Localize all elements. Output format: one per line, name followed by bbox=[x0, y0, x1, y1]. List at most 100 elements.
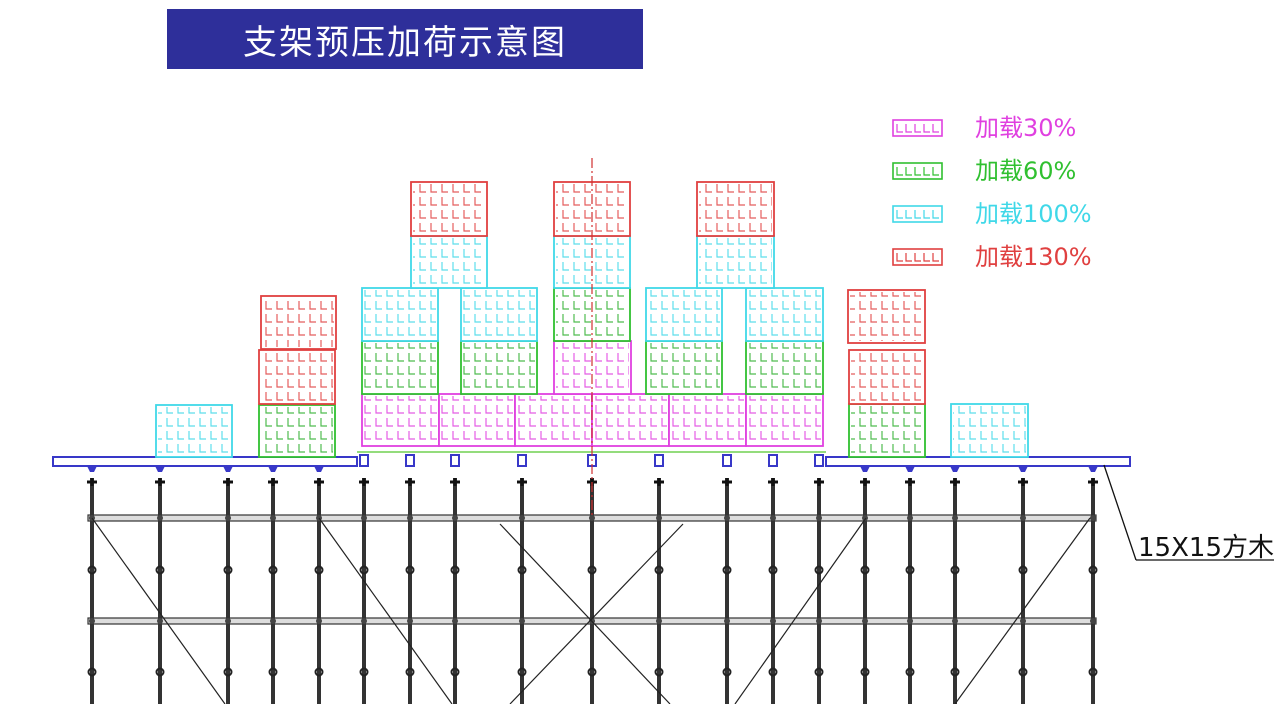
jack-head-icon bbox=[950, 478, 960, 486]
legend-swatch-icon bbox=[892, 162, 943, 180]
vertical-post bbox=[590, 478, 594, 704]
load-block-pattern bbox=[699, 238, 772, 286]
vertical-post bbox=[953, 478, 957, 704]
load-block-pattern bbox=[364, 396, 437, 444]
legend: 加载30%加载60%加载100%加载130% bbox=[892, 114, 1092, 271]
joint-icon bbox=[770, 515, 776, 521]
jack-head-icon bbox=[314, 478, 324, 486]
joint-icon bbox=[589, 515, 595, 521]
support-box-icon bbox=[654, 454, 664, 467]
jack-head-icon bbox=[405, 478, 415, 486]
load-block-pattern bbox=[463, 290, 535, 339]
post-cap-icon bbox=[950, 466, 960, 472]
post-cap-icon bbox=[1088, 466, 1098, 472]
support-box-icon bbox=[450, 454, 460, 467]
load-block-load_130 bbox=[696, 181, 775, 237]
load-blocks bbox=[155, 181, 1029, 458]
diagonal-brace bbox=[509, 523, 684, 704]
post-cap-icon bbox=[860, 466, 870, 472]
joint-icon bbox=[361, 515, 367, 521]
load-block-pattern bbox=[158, 407, 230, 455]
joint-icon bbox=[225, 515, 231, 521]
load-block-load_100 bbox=[745, 287, 824, 342]
joint-icon bbox=[157, 618, 163, 624]
vertical-post bbox=[817, 478, 821, 704]
joint-icon bbox=[452, 515, 458, 521]
support-box-icon bbox=[405, 454, 415, 467]
vertical-post bbox=[725, 478, 729, 704]
vertical-post bbox=[453, 478, 457, 704]
coupler-icon bbox=[314, 667, 324, 677]
vertical-post bbox=[317, 478, 321, 704]
legend-swatch-pattern bbox=[905, 210, 912, 219]
legend-swatch-pattern bbox=[896, 210, 903, 219]
joint-icon bbox=[407, 618, 413, 624]
diagram-title: 支架预压加荷示意图 bbox=[167, 9, 643, 69]
diagonal-brace bbox=[734, 517, 867, 704]
coupler-icon bbox=[450, 565, 460, 575]
vertical-post bbox=[520, 478, 524, 704]
jack-head-icon bbox=[268, 478, 278, 486]
legend-swatch-icon bbox=[892, 119, 943, 137]
load-block-pattern bbox=[850, 292, 923, 341]
vertical-post bbox=[408, 478, 412, 704]
load-block-load_100 bbox=[155, 404, 233, 458]
coupler-icon bbox=[223, 667, 233, 677]
load-block-pattern bbox=[671, 396, 744, 444]
load-block-pattern bbox=[748, 396, 821, 444]
legend-swatch-pattern bbox=[932, 167, 939, 176]
coupler-icon bbox=[722, 667, 732, 677]
jack-head-icon bbox=[722, 478, 732, 486]
coupler-icon bbox=[1088, 667, 1098, 677]
load-block-load_100 bbox=[460, 287, 538, 342]
joint-icon bbox=[656, 515, 662, 521]
joint-icon bbox=[225, 618, 231, 624]
load-block-pattern bbox=[517, 396, 590, 444]
coupler-icon bbox=[405, 565, 415, 575]
joint-icon bbox=[770, 618, 776, 624]
joint-icon bbox=[361, 618, 367, 624]
load-block-pattern bbox=[594, 396, 667, 444]
joint-icon bbox=[270, 618, 276, 624]
joint-icon bbox=[862, 618, 868, 624]
jack-head-icon bbox=[87, 478, 97, 486]
load-block-pattern bbox=[261, 352, 333, 402]
joint-icon bbox=[907, 515, 913, 521]
vertical-post bbox=[271, 478, 275, 704]
scaffold-frame bbox=[87, 478, 1098, 704]
load-block-pattern bbox=[648, 290, 720, 339]
joint-icon bbox=[952, 515, 958, 521]
jack-head-icon bbox=[814, 478, 824, 486]
joint-icon bbox=[724, 618, 730, 624]
joint-icon bbox=[1020, 618, 1026, 624]
coupler-icon bbox=[814, 565, 824, 575]
joint-icon bbox=[1020, 515, 1026, 521]
post-cap-icon bbox=[1018, 466, 1028, 472]
legend-swatch-pattern bbox=[896, 253, 903, 262]
joint-icon bbox=[407, 515, 413, 521]
jack-head-icon bbox=[517, 478, 527, 486]
coupler-icon bbox=[359, 667, 369, 677]
coupler-icon bbox=[950, 667, 960, 677]
joint-icon bbox=[816, 618, 822, 624]
coupler-icon bbox=[1018, 667, 1028, 677]
legend-swatch-pattern bbox=[932, 210, 939, 219]
legend-swatch-pattern bbox=[914, 210, 921, 219]
coupler-icon bbox=[905, 565, 915, 575]
joint-icon bbox=[519, 515, 525, 521]
legend-label: 加载30% bbox=[975, 114, 1076, 142]
coupler-icon bbox=[950, 565, 960, 575]
coupler-icon bbox=[587, 667, 597, 677]
coupler-icon bbox=[768, 667, 778, 677]
coupler-icon bbox=[1088, 565, 1098, 575]
jack-head-icon bbox=[359, 478, 369, 486]
vertical-post bbox=[1091, 478, 1095, 704]
support-box-icon bbox=[517, 454, 527, 467]
coupler-icon bbox=[450, 667, 460, 677]
coupler-icon bbox=[814, 667, 824, 677]
load-block-pattern bbox=[263, 298, 334, 347]
legend-swatch-pattern bbox=[923, 124, 930, 133]
legend-item-load_60: 加载60% bbox=[892, 157, 1076, 185]
vertical-post bbox=[863, 478, 867, 704]
legend-swatch-icon bbox=[892, 248, 943, 266]
